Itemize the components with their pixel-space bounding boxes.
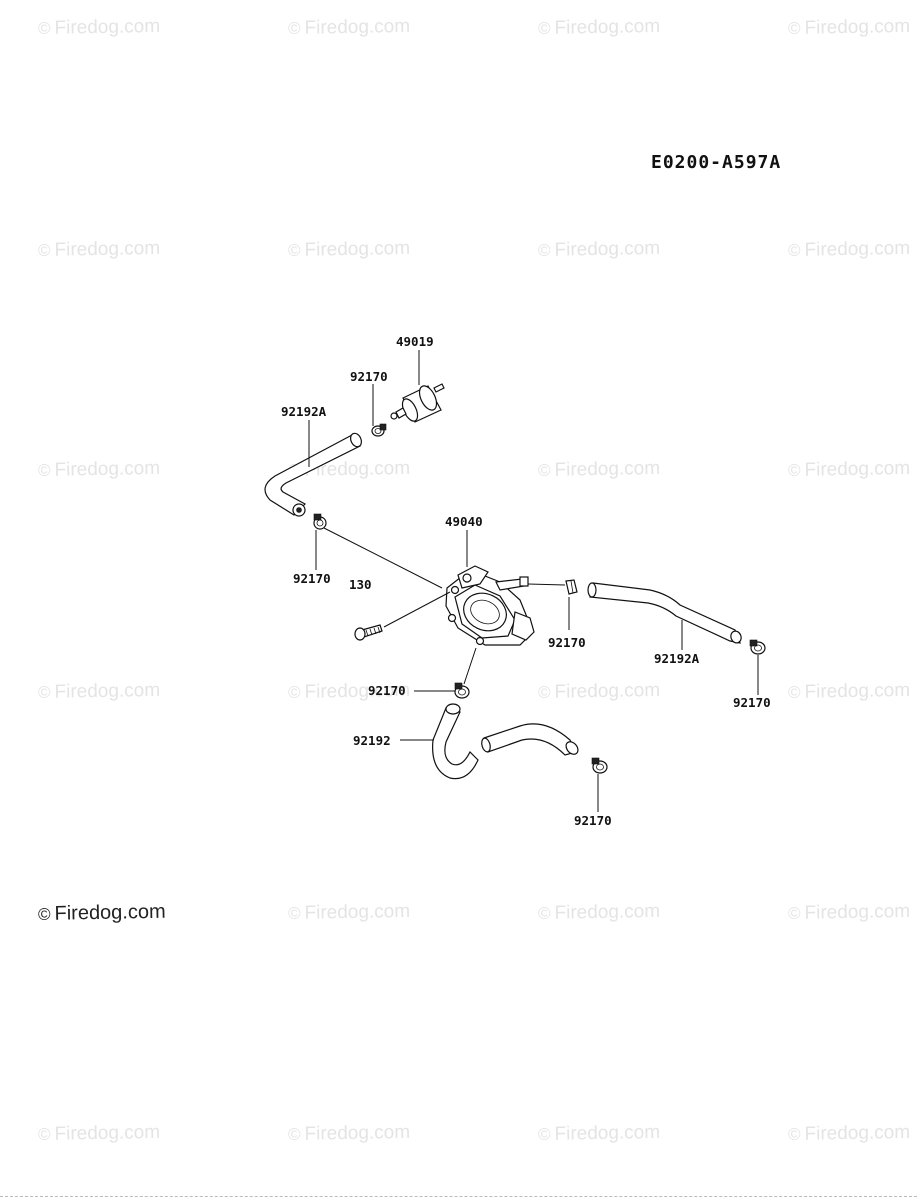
hose-clamp-right-end[interactable]: [749, 639, 766, 655]
hose-clamp-lower-end[interactable]: [591, 757, 608, 774]
fuel-hose-lower[interactable]: [432, 703, 581, 780]
bolt[interactable]: [354, 624, 383, 641]
page-edge: [0, 1196, 917, 1197]
label-clamp-right-small: 92170: [548, 635, 586, 650]
label-clamp-lower-end: 92170: [574, 813, 612, 828]
fuel-hose-right[interactable]: [587, 582, 743, 644]
fuel-hose-upper[interactable]: [264, 432, 363, 517]
fuel-pump[interactable]: [445, 565, 535, 646]
label-clamp-right-end: 92170: [733, 695, 771, 710]
label-clamp-bottom: 92170: [368, 683, 406, 698]
leader-lines: [308, 350, 759, 812]
label-fuel-filter: 49019: [396, 334, 434, 349]
label-clamp-top: 92170: [350, 369, 388, 384]
label-bolt: 130: [349, 577, 372, 592]
hose-clamp-right-small[interactable]: [565, 579, 578, 595]
label-hose-right: 92192A: [654, 651, 700, 666]
hose-clamp-top[interactable]: [371, 423, 387, 437]
label-hose-upper: 92192A: [281, 404, 327, 419]
fuel-filter[interactable]: [390, 383, 445, 423]
label-fuel-pump: 49040: [445, 514, 483, 529]
label-clamp-left: 92170: [293, 571, 331, 586]
hose-clamp-left[interactable]: [313, 513, 327, 530]
label-hose-lower: 92192: [353, 733, 391, 748]
hose-clamp-bottom[interactable]: [454, 682, 470, 699]
diagram-code: E0200-A597A: [651, 152, 782, 173]
